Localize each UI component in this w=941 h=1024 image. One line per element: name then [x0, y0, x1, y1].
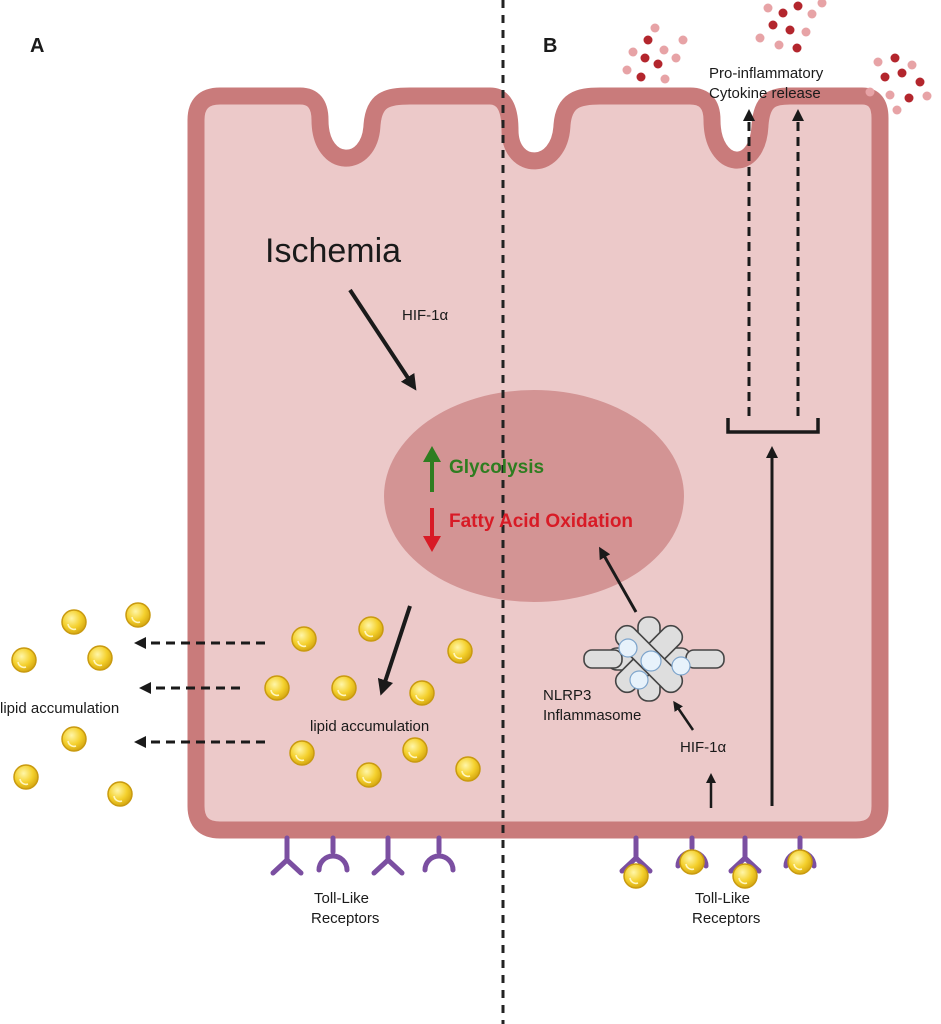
- ischemia-arrow: [348, 288, 417, 391]
- hif-to-inflammasome-arrow: [673, 700, 695, 731]
- cytokine-label-line2: Cytokine release: [709, 85, 821, 102]
- lipid-droplet-icon: [402, 737, 428, 763]
- lipid-droplet-icon: [732, 863, 758, 889]
- tlr-label-b-line2: Receptors: [692, 910, 760, 927]
- nucleus-to-lipid-arrow: [377, 605, 412, 696]
- nucleus: [384, 390, 684, 602]
- y-receptor-icon: [728, 835, 762, 874]
- cytokine-cluster-left: [622, 23, 688, 84]
- cup-receptor-icon: [422, 835, 456, 873]
- panel-label-a: A: [30, 35, 44, 57]
- inflammasome-icon: [583, 616, 725, 702]
- cytokine-particles: [622, 0, 932, 115]
- ischemia-label: Ischemia: [265, 232, 401, 270]
- hif-label-a: HIF-1α: [402, 307, 449, 324]
- lipid-droplet-icon: [125, 602, 151, 628]
- lipid-droplet-icon: [787, 849, 813, 875]
- lipid-droplet-icon: [679, 849, 705, 875]
- cytokine-cluster-right: [865, 53, 932, 115]
- lipid-droplet-icon: [455, 756, 481, 782]
- lipid-accumulation-inside-label: lipid accumulation: [310, 718, 429, 735]
- up-arrow-icon: [423, 446, 441, 492]
- cytokine-label-line1: Pro-inflammatory: [709, 65, 824, 82]
- y-receptor-icon: [371, 835, 405, 876]
- toll-like-receptors-a: [270, 835, 456, 876]
- y-receptor-icon: [619, 835, 653, 874]
- tlr-label-a-line1: Toll-Like: [314, 890, 369, 907]
- fatty-acid-oxidation-label: Fatty Acid Oxidation: [449, 511, 633, 532]
- lipid-droplet-icon: [409, 680, 435, 706]
- lipid-droplet-icon: [13, 764, 39, 790]
- y-receptor-icon: [270, 835, 304, 876]
- hif-label-b: HIF-1α: [680, 739, 727, 756]
- panel-label-b: B: [543, 35, 557, 57]
- tlr-label-a-line2: Receptors: [311, 910, 379, 927]
- cytokine-cluster-top: [755, 0, 827, 53]
- lipid-droplet-icon: [447, 638, 473, 664]
- down-arrow-icon: [423, 508, 441, 552]
- lipid-droplet-icon: [87, 645, 113, 671]
- lipid-droplet-icon: [623, 863, 649, 889]
- lipid-droplet-icon: [107, 781, 133, 807]
- lipid-droplet-icon: [356, 762, 382, 788]
- nlrp3-label-line1: NLRP3: [543, 687, 591, 704]
- lipid-accumulation-outside-label: lipid accumulation: [0, 700, 119, 717]
- lipid-droplet-icon: [291, 626, 317, 652]
- lipid-droplet-icon: [61, 726, 87, 752]
- nlrp3-label-line2: Inflammasome: [543, 707, 641, 724]
- glycolysis-label: Glycolysis: [449, 457, 544, 478]
- lipid-droplet-icon: [61, 609, 87, 635]
- cup-receptor-icon: [316, 835, 350, 873]
- inflammasome-to-nucleus-arrow: [599, 546, 638, 613]
- toll-like-receptors-b: [619, 835, 817, 889]
- lipid-droplet-icon: [331, 675, 357, 701]
- lipid-droplet-icon: [289, 740, 315, 766]
- lipid-droplet-icon: [11, 647, 37, 673]
- lipid-droplet-icon: [358, 616, 384, 642]
- lipid-droplet-icon: [264, 675, 290, 701]
- cytokine-bracket: [726, 418, 820, 434]
- tlr-label-b-line1: Toll-Like: [695, 890, 750, 907]
